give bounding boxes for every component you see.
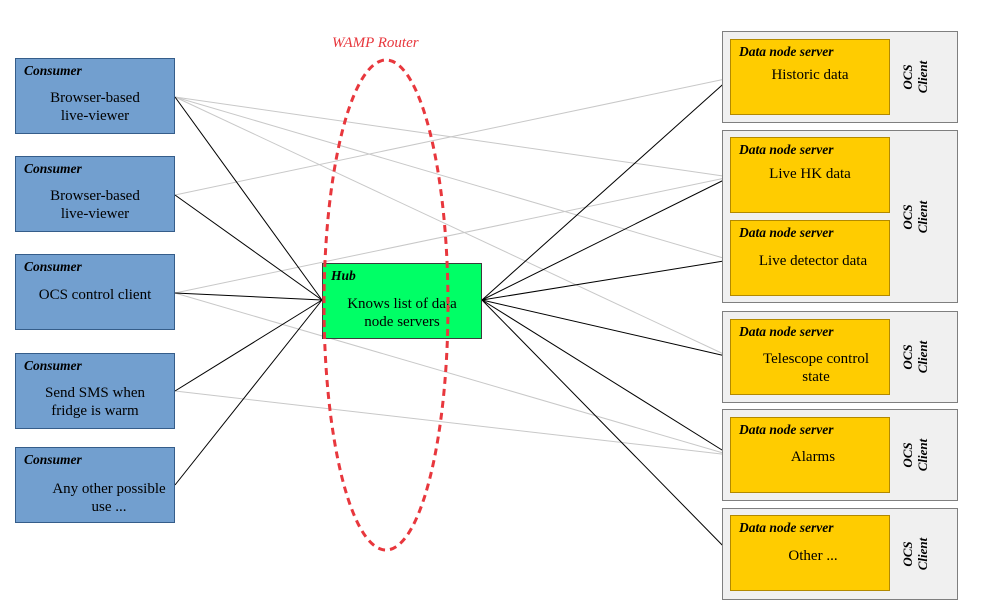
hub-connection-line (481, 299, 731, 456)
direct-connection-line (174, 96, 731, 261)
hub-connection-line (174, 292, 323, 301)
wamp-router-label: WAMP Router (332, 35, 419, 51)
hub-connection-line (174, 96, 323, 301)
consumer-kind-label: Consumer (24, 452, 82, 467)
data-node-server-kind-label: Data node server (739, 225, 834, 240)
direct-connection-line (174, 292, 731, 456)
consumer-box: Consumer OCS control client (15, 254, 175, 330)
hub-connection-line (481, 259, 731, 301)
hub-connection-line (174, 299, 323, 486)
data-node-server-text: Live detector data (758, 253, 868, 269)
data-node-server-kind-label: Data node server (739, 324, 834, 339)
data-node-server-box: Data node server Alarms (730, 417, 890, 493)
hub-connection-line (481, 299, 731, 554)
direct-connection-line (174, 390, 731, 456)
hub-connection-line (174, 194, 323, 301)
data-node-server-box: Data node server Live HK data (730, 137, 890, 213)
hub-connection-line (481, 77, 731, 301)
consumer-kind-label: Consumer (24, 358, 82, 373)
data-node-server-kind-label: Data node server (739, 44, 834, 59)
data-node-server-text: Other ... (788, 548, 838, 564)
hub-connection-line (481, 176, 731, 301)
hub-kind-label: Hub (331, 268, 356, 283)
data-node-server-text: Historic data (771, 67, 849, 83)
data-node-server-text: Live HK data (769, 166, 851, 182)
data-node-server-text: Alarms (790, 449, 836, 465)
data-node-server-kind-label: Data node server (739, 142, 834, 157)
data-node-server-box: Data node server Other ... (730, 515, 890, 591)
consumer-kind-label: Consumer (24, 259, 82, 274)
hub-connection-line (174, 299, 323, 392)
direct-connection-line (174, 176, 731, 294)
hub-connection-line (481, 299, 731, 358)
consumer-kind-label: Consumer (24, 63, 82, 78)
consumer-text: OCS control client (38, 287, 152, 303)
data-node-server-box: Data node server Historic data (730, 39, 890, 115)
direct-connection-line (174, 77, 731, 196)
data-node-server-kind-label: Data node server (739, 520, 834, 535)
data-node-server-box: Data node server Live detector data (730, 220, 890, 296)
data-node-server-kind-label: Data node server (739, 422, 834, 437)
direct-connection-line (174, 96, 731, 358)
consumer-kind-label: Consumer (24, 161, 82, 176)
